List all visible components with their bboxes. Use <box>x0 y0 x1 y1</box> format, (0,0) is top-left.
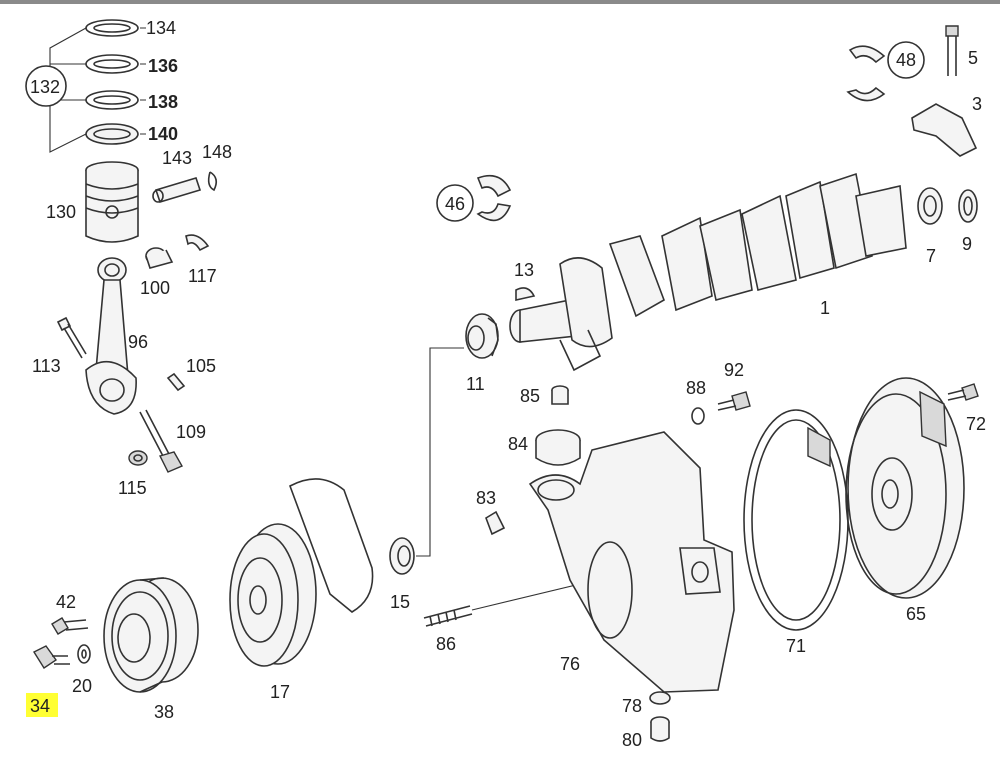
callout-15[interactable]: 15 <box>390 592 410 612</box>
piston-ring-138[interactable] <box>85 90 139 110</box>
callout-148[interactable]: 148 <box>202 142 232 162</box>
callout-circle-132 <box>25 65 67 107</box>
bearing-cap-3[interactable] <box>911 103 978 157</box>
piston-ring-136[interactable] <box>85 54 139 74</box>
bolt-92[interactable] <box>717 391 751 411</box>
callout-circle-48 <box>887 41 925 79</box>
callout-9[interactable]: 9 <box>962 234 972 254</box>
woodruff-key-13[interactable] <box>515 287 536 301</box>
thrust-washer-46[interactable] <box>476 174 512 222</box>
stud-86[interactable] <box>423 605 473 627</box>
piston-ring-134[interactable] <box>85 19 139 37</box>
callout-83[interactable]: 83 <box>476 488 496 508</box>
callout-86[interactable]: 86 <box>436 634 456 654</box>
callout-85[interactable]: 85 <box>520 386 540 406</box>
nut-115[interactable] <box>128 450 148 466</box>
callout-3[interactable]: 3 <box>972 94 982 114</box>
callout-138[interactable]: 138 <box>148 92 178 112</box>
callout-96[interactable]: 96 <box>128 332 148 352</box>
bearing-shell-48[interactable] <box>846 45 886 102</box>
plug-80[interactable] <box>650 716 670 742</box>
connecting-rod-96[interactable] <box>85 257 137 415</box>
callout-100[interactable]: 100 <box>140 278 170 298</box>
bolt-72[interactable] <box>947 383 979 401</box>
callout-46[interactable]: 46 <box>445 194 465 214</box>
mount-84[interactable] <box>535 429 581 466</box>
callout-20[interactable]: 20 <box>72 676 92 696</box>
callout-140[interactable]: 140 <box>148 124 178 144</box>
bolt-109[interactable] <box>139 409 183 473</box>
ring-gear-71[interactable] <box>743 409 849 631</box>
piston-pin-143[interactable] <box>152 177 202 203</box>
seal-15[interactable] <box>389 537 415 575</box>
circlip-148[interactable] <box>207 171 218 192</box>
callout-72[interactable]: 72 <box>966 414 986 434</box>
seal-78[interactable] <box>649 691 671 705</box>
callout-42[interactable]: 42 <box>56 592 76 612</box>
callout-143[interactable]: 143 <box>162 148 192 168</box>
callout-48[interactable]: 48 <box>896 50 916 70</box>
pulley-38[interactable] <box>103 577 199 693</box>
callout-17[interactable]: 17 <box>270 682 290 702</box>
pin-105[interactable] <box>166 372 186 392</box>
callout-105[interactable]: 105 <box>186 356 216 376</box>
callout-134[interactable]: 134 <box>146 18 176 38</box>
callout-1[interactable]: 1 <box>820 298 830 318</box>
flywheel-housing-76[interactable] <box>528 431 735 693</box>
callout-109[interactable]: 109 <box>176 422 206 442</box>
callout-71[interactable]: 71 <box>786 636 806 656</box>
callout-76[interactable]: 76 <box>560 654 580 674</box>
piston-ring-140[interactable] <box>85 123 139 145</box>
callout-92[interactable]: 92 <box>724 360 744 380</box>
washer-20[interactable] <box>77 644 91 664</box>
bolt-42[interactable] <box>51 617 89 635</box>
callout-11[interactable]: 11 <box>466 374 485 394</box>
crankshaft-1[interactable] <box>509 172 907 372</box>
highlight-34 <box>26 693 58 717</box>
top-border <box>0 0 1000 4</box>
callout-circle-46 <box>436 184 474 222</box>
callout-7[interactable]: 7 <box>926 246 936 266</box>
callout-34[interactable]: 34 <box>30 696 50 716</box>
bushing-100[interactable] <box>145 247 174 269</box>
gear-11[interactable] <box>465 313 499 359</box>
bolt-34[interactable] <box>32 645 70 669</box>
callout-88[interactable]: 88 <box>686 378 706 398</box>
vibration-damper-17[interactable] <box>229 523 317 667</box>
callout-78[interactable]: 78 <box>622 696 642 716</box>
callout-80[interactable]: 80 <box>622 730 642 750</box>
callout-130[interactable]: 130 <box>46 202 76 222</box>
callout-132[interactable]: 132 <box>30 77 60 97</box>
leader-15-11 <box>416 347 464 557</box>
bolt-5[interactable] <box>945 25 959 76</box>
bolt-113[interactable] <box>56 316 87 359</box>
plug-83[interactable] <box>485 510 506 536</box>
callout-65[interactable]: 65 <box>906 604 926 624</box>
callout-38[interactable]: 38 <box>154 702 174 722</box>
flywheel-65[interactable] <box>845 377 965 599</box>
callout-84[interactable]: 84 <box>508 434 528 454</box>
callout-115[interactable]: 115 <box>118 478 147 498</box>
seal-9[interactable] <box>958 189 978 223</box>
gasket-cover[interactable] <box>289 478 374 613</box>
callout-136[interactable]: 136 <box>148 56 178 76</box>
bearing-shell-117[interactable] <box>185 234 210 252</box>
piston-130[interactable] <box>85 161 139 243</box>
sleeve-85[interactable] <box>551 385 569 405</box>
bearing-7[interactable] <box>917 187 943 225</box>
washer-88[interactable] <box>691 407 705 425</box>
callout-13[interactable]: 13 <box>514 260 534 280</box>
callout-117[interactable]: 117 <box>188 266 217 286</box>
callout-113[interactable]: 113 <box>32 356 61 376</box>
callout-5[interactable]: 5 <box>968 48 978 68</box>
